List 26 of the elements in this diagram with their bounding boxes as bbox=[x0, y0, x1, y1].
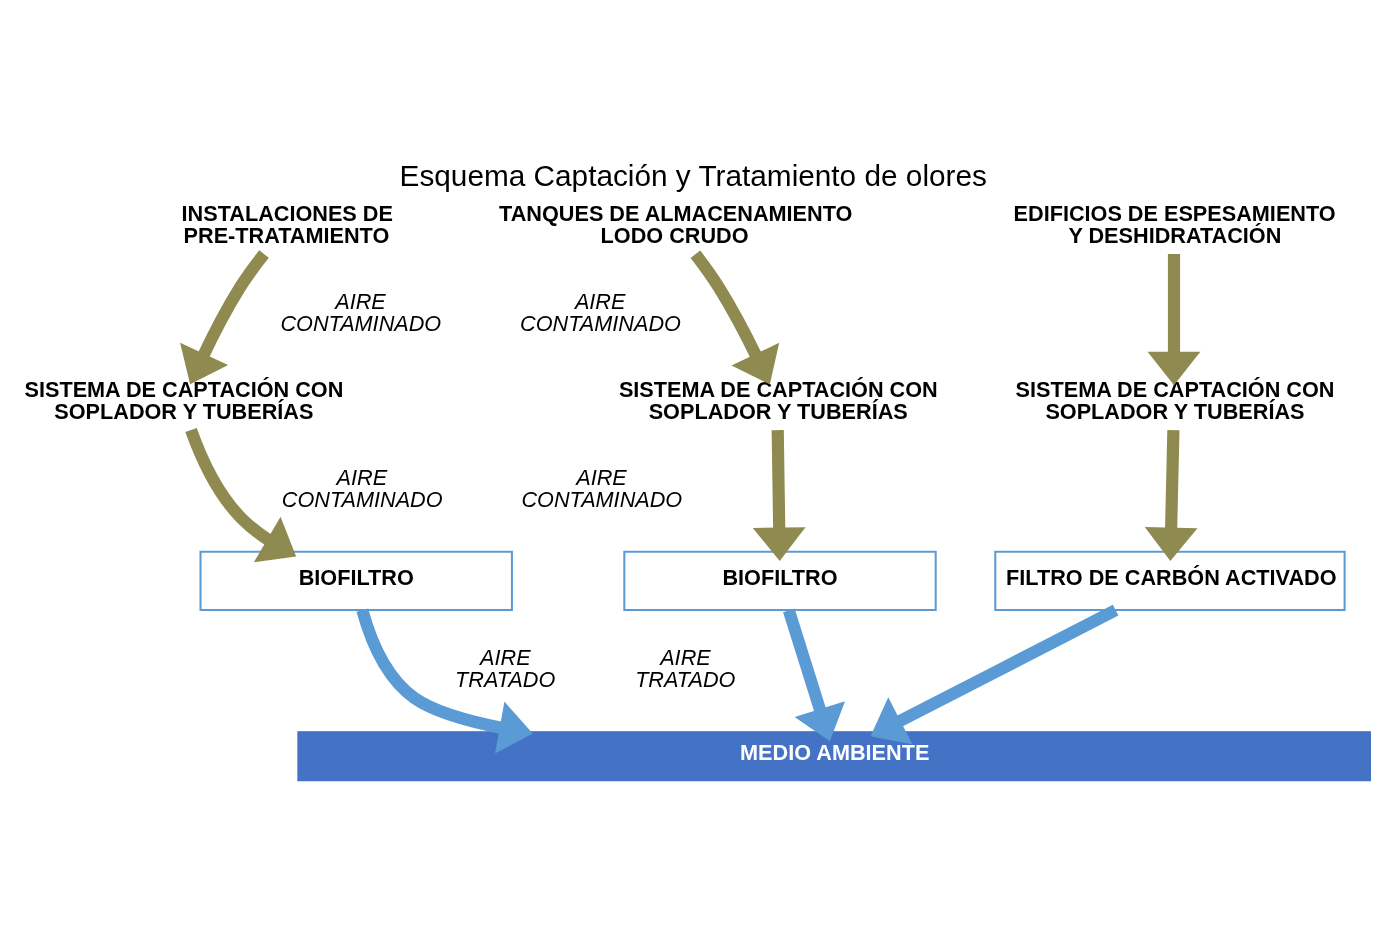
node-text: EDIFICIOS DE ESPESAMIENTO Y DESHIDRATACIÓN bbox=[1013, 200, 1336, 248]
arrow bbox=[690, 249, 780, 384]
label: AIRE TRATADO bbox=[635, 644, 736, 692]
arrow bbox=[180, 249, 269, 384]
label: AIRE TRATADO bbox=[455, 644, 556, 692]
node-box: BIOFILTRO bbox=[199, 550, 513, 611]
arrow bbox=[870, 604, 1119, 744]
arrow bbox=[1144, 429, 1198, 561]
node-text: SISTEMA DE CAPTACIÓN CON SOPLADOR Y TUBERÍAS bbox=[24, 376, 344, 424]
diagram-title: Esquema Captación y Tratamiento de olores bbox=[399, 158, 987, 192]
node-text: TANQUES DE ALMACENAMIENTO LODO CRUDO bbox=[499, 200, 853, 248]
arrow bbox=[752, 429, 806, 561]
label: AIRE CONTAMINADO bbox=[281, 464, 443, 512]
arrow bbox=[356, 607, 533, 754]
arrow bbox=[1147, 253, 1201, 385]
node-text: INSTALACIONES DE PRE-TRATAMIENTO bbox=[181, 200, 393, 248]
label: AIRE CONTAMINADO bbox=[280, 288, 442, 336]
arrow bbox=[783, 608, 846, 741]
label: AIRE CONTAMINADO bbox=[521, 464, 683, 512]
arrow bbox=[185, 427, 297, 562]
node-text: SISTEMA DE CAPTACIÓN CON SOPLADOR Y TUBERÍAS bbox=[618, 376, 938, 424]
label: AIRE CONTAMINADO bbox=[520, 288, 681, 336]
node-box: MEDIO AMBIENTE bbox=[297, 730, 1371, 781]
node-box: FILTRO DE CARBÓN ACTIVADO bbox=[994, 550, 1346, 611]
node-text: SISTEMA DE CAPTACIÓN CON SOPLADOR Y TUBERÍAS bbox=[1015, 376, 1335, 424]
node-box: BIOFILTRO bbox=[623, 550, 937, 611]
